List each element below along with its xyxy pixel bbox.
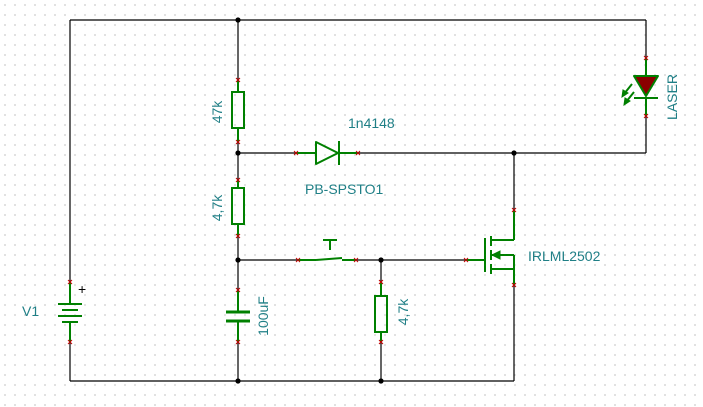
labels: V1 + 47k 4,7k 4,7k 100uF 1n4148 PB-SPSTO…	[22, 74, 680, 336]
mosfet-irlml2502[interactable]	[466, 210, 515, 285]
pin-marker	[235, 139, 241, 145]
pin-marker	[235, 339, 241, 345]
pin-marker	[643, 113, 649, 119]
capacitor-100uf[interactable]	[226, 290, 250, 342]
junctions	[235, 17, 517, 384]
junction-dot	[235, 150, 241, 156]
pin-marker	[235, 233, 241, 239]
pin-marker	[643, 55, 649, 61]
pin-marker	[511, 282, 517, 288]
pin-marker	[463, 257, 469, 263]
junction-dot	[511, 150, 517, 156]
push-button-switch[interactable]	[298, 239, 356, 261]
label-r-4-7k-gate: 4,7k	[395, 298, 411, 325]
pin-marker	[235, 77, 241, 83]
pin-marker	[353, 257, 359, 263]
label-laser: LASER	[664, 74, 680, 120]
wires	[69, 19, 647, 382]
junction-dot	[378, 257, 384, 263]
label-v1: V1	[22, 303, 39, 319]
laser-diode[interactable]	[621, 58, 659, 116]
battery-v1[interactable]	[58, 282, 82, 342]
label-r-4-7k-mid: 4,7k	[209, 194, 225, 221]
pin-marker	[67, 339, 73, 345]
resistor-4-7k-mid[interactable]	[231, 180, 245, 236]
label-battery-plus: +	[78, 281, 86, 297]
resistor-47k[interactable]	[231, 80, 245, 142]
junction-dot	[378, 378, 384, 384]
pin-marker	[67, 279, 73, 285]
label-diode: 1n4148	[348, 115, 395, 131]
pin-markers	[67, 55, 649, 345]
pin-marker	[378, 339, 384, 345]
diode-1n4148[interactable]	[296, 141, 358, 165]
pin-marker	[355, 150, 361, 156]
resistor-4-7k-gate[interactable]	[374, 282, 388, 342]
pin-marker	[235, 287, 241, 293]
label-switch: PB-SPSTO1	[305, 181, 384, 197]
pin-marker	[295, 257, 301, 263]
label-capacitor: 100uF	[255, 296, 271, 336]
pin-marker	[511, 207, 517, 213]
pin-marker	[235, 177, 241, 183]
junction-dot	[235, 257, 241, 263]
pin-marker	[378, 279, 384, 285]
junction-dot	[235, 378, 241, 384]
label-r-47k: 47k	[209, 100, 225, 124]
junction-dot	[235, 17, 241, 23]
label-mosfet: IRLML2502	[528, 248, 601, 264]
pin-marker	[293, 150, 299, 156]
